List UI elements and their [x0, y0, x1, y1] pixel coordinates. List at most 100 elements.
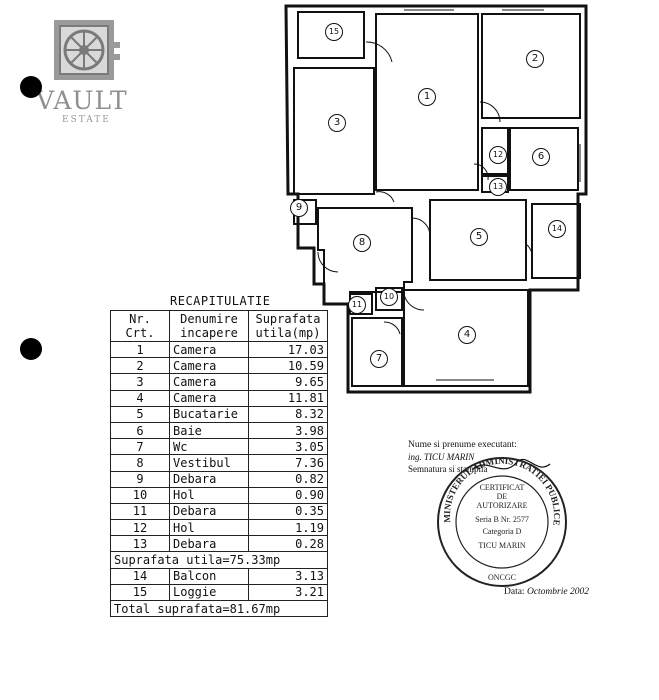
cell-nr: 12: [110, 519, 170, 537]
cell-nr: 9: [110, 470, 170, 488]
logo-tagline: ESTATE: [62, 115, 111, 125]
logo-name: VAULT: [36, 86, 128, 115]
cell-name: Baie: [169, 421, 249, 440]
engineer-name: ing. TICU MARIN: [408, 452, 475, 462]
room-number-6: 6: [532, 148, 550, 166]
cell-area: 3.05: [248, 438, 328, 456]
room-number-15: 15: [325, 23, 343, 41]
cell-area: 11.81: [248, 389, 328, 407]
cell-nr: 14: [110, 567, 170, 585]
stamp-series: Seria B Nr. 2577: [475, 515, 529, 524]
cell-name: Camera: [169, 357, 249, 375]
cell-name: Balcon: [169, 567, 249, 585]
cell-name: Debara: [169, 470, 249, 488]
room-number-10: 10: [380, 288, 398, 306]
cell-nr: 6: [110, 421, 170, 440]
cell-name: Loggie: [169, 583, 249, 602]
total-row-text: Total suprafata=81.67mp: [110, 599, 328, 618]
stamp-bottom: ONCGC: [488, 573, 516, 582]
cell-nr: 4: [110, 389, 170, 407]
subtotal-row-text: Suprafata utila=75.33mp: [110, 551, 328, 569]
table-header-row: Nr. Crt. Denumire incapere Suprafata uti…: [110, 310, 328, 342]
cell-area: 1.19: [248, 519, 328, 537]
floor-plan: [284, 4, 588, 394]
stamp-line3: AUTORIZARE: [477, 501, 528, 510]
header-nr: Nr. Crt.: [110, 310, 170, 342]
date-value: Octombrie 2002: [526, 587, 589, 597]
cell-name: Hol: [169, 519, 249, 537]
authorization-stamp: MINISTERUL ADMINISTRATIEI PUBLICE CERTIF…: [437, 456, 567, 587]
total-row: Total suprafata=81.67mp: [110, 599, 328, 618]
cell-name: Camera: [169, 389, 249, 407]
cell-nr: 15: [110, 583, 170, 602]
cell-nr: 5: [110, 405, 170, 423]
stamp-name: TICU MARIN: [478, 541, 526, 550]
cell-nr: 13: [110, 535, 170, 553]
room-number-14: 14: [548, 220, 566, 238]
room-number-8: 8: [353, 234, 371, 252]
label-signature: Semnatura si stampila: [408, 464, 488, 474]
cell-area: 8.32: [248, 405, 328, 423]
cell-name: Bucatarie: [169, 405, 249, 423]
cell-name: Wc: [169, 438, 249, 456]
room-number-12: 12: [489, 146, 507, 164]
stamp-category: Categoria D: [483, 527, 522, 536]
punch-hole: [20, 76, 42, 98]
cell-nr: 10: [110, 486, 170, 504]
cell-nr: 11: [110, 502, 170, 521]
cell-name: Vestibul: [169, 454, 249, 472]
cell-name: Hol: [169, 486, 249, 504]
punch-hole: [20, 338, 42, 360]
subtotal-row: Suprafata utila=75.33mp: [110, 551, 328, 569]
header-suprafata: Suprafata utila(mp): [248, 310, 328, 342]
stamp-line2: DE: [497, 492, 508, 501]
cell-nr: 8: [110, 454, 170, 472]
cell-area: 0.28: [248, 535, 328, 553]
signature-scribble: [471, 459, 551, 471]
cell-nr: 3: [110, 373, 170, 391]
room-number-3: 3: [328, 114, 346, 132]
cell-nr: 2: [110, 357, 170, 375]
cell-area: 9.65: [248, 373, 328, 391]
room-number-4: 4: [458, 326, 476, 344]
cell-area: 0.90: [248, 486, 328, 504]
cell-area: 3.21: [248, 583, 328, 602]
cell-area: 0.35: [248, 502, 328, 521]
room-number-13: 13: [489, 178, 507, 196]
cell-name: Debara: [169, 535, 249, 553]
cell-area: 17.03: [248, 340, 328, 359]
room-number-2: 2: [526, 50, 544, 68]
room-number-7: 7: [370, 350, 388, 368]
cell-area: 10.59: [248, 357, 328, 375]
cell-nr: 7: [110, 438, 170, 456]
label-executant: Nume si prenume executant:: [408, 440, 517, 450]
cell-area: 3.13: [248, 567, 328, 585]
stamp-line1: CERTIFICAT: [480, 483, 525, 492]
date-label: Data:: [504, 587, 525, 597]
cell-area: 0.82: [248, 470, 328, 488]
room-number-9: 9: [290, 199, 308, 217]
vault-logo-icon: [54, 20, 120, 80]
header-denumire: Denumire incapere: [169, 310, 249, 342]
cell-name: Camera: [169, 373, 249, 391]
recap-table: Nr. Crt. Denumire incapere Suprafata uti…: [110, 310, 328, 618]
cell-area: 3.98: [248, 421, 328, 440]
room-number-5: 5: [470, 228, 488, 246]
date-row: Data: Octombrie 2002: [504, 587, 589, 597]
recap-title: RECAPITULATIE: [170, 294, 271, 308]
